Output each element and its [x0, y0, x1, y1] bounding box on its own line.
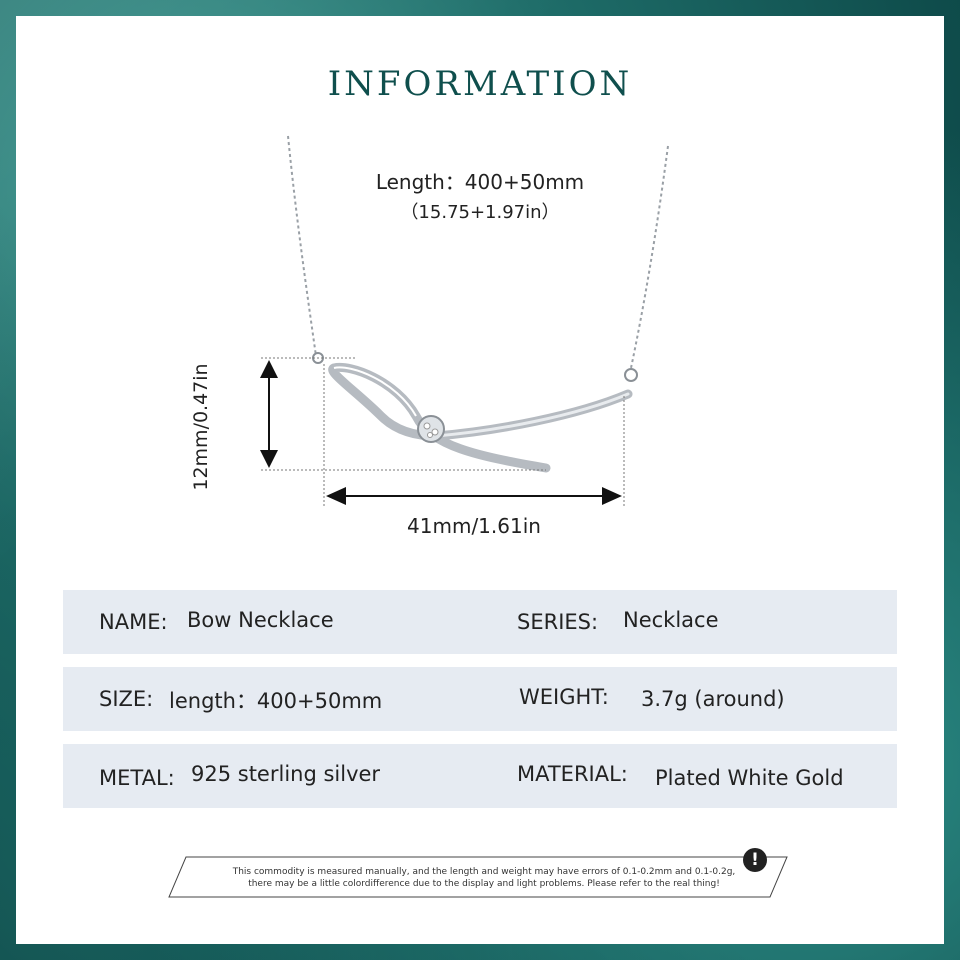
right-chain	[630, 145, 669, 369]
spec-row-metal-material: METAL: 925 sterling silver MATERIAL: Pla…	[63, 744, 897, 808]
spec-row-name-series: NAME: Bow Necklace SERIES: Necklace	[63, 590, 897, 654]
page-title: INFORMATION	[327, 64, 633, 104]
material-label: MATERIAL:	[517, 762, 628, 786]
name-label: NAME:	[99, 610, 168, 634]
height-label: 12mm/0.47in	[190, 363, 212, 491]
notice-line-2: there may be a little colordifference du…	[248, 879, 720, 889]
notice-box	[168, 856, 788, 898]
necklace-illustration	[260, 135, 669, 506]
metal-value: 925 sterling silver	[191, 762, 381, 786]
exclamation-icon: !	[743, 848, 767, 872]
size-label: SIZE:	[99, 687, 154, 711]
spec-row-size-weight: SIZE: length：400+50mm WEIGHT: 3.7g (arou…	[63, 667, 897, 731]
notice-line-1: This commodity is measured manually, and…	[232, 867, 736, 877]
series-label: SERIES:	[517, 610, 599, 634]
bow-ribbon	[328, 362, 633, 473]
weight-value: 3.7g (around)	[641, 687, 785, 711]
material-value: Plated White Gold	[655, 766, 844, 790]
notice-text: This commodity is measured manually, and…	[184, 866, 784, 890]
length-inches-label: （15.75+1.97in）	[400, 202, 560, 223]
length-label: Length：400+50mm	[375, 170, 585, 194]
right-jump-ring	[624, 368, 638, 382]
left-chain	[287, 135, 317, 357]
loop-highlight	[333, 366, 417, 417]
info-card: INFORMATION Length：400+50mm （15.75+1.97i…	[16, 16, 944, 944]
metal-label: METAL:	[99, 766, 175, 790]
series-value: Necklace	[623, 608, 719, 632]
width-label: 41mm/1.61in	[407, 514, 541, 538]
knot-stone-cluster	[417, 415, 445, 443]
size-value: length：400+50mm	[169, 689, 383, 713]
bow-highlight	[434, 392, 630, 438]
weight-label: WEIGHT:	[519, 685, 609, 709]
name-value: Bow Necklace	[187, 608, 334, 632]
